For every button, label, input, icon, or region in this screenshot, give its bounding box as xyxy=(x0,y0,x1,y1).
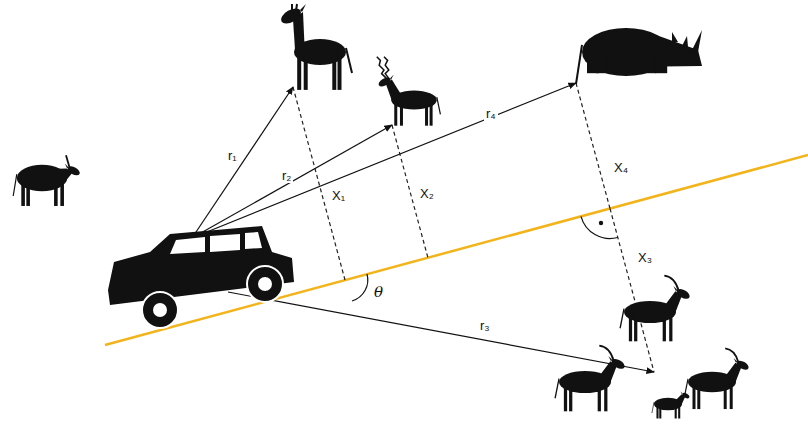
vehicle xyxy=(108,226,294,328)
right-angle-dot xyxy=(599,221,603,225)
distance-label: r₃ xyxy=(478,318,492,333)
distance-label: X₄ xyxy=(612,160,630,175)
giraffe-silhouette xyxy=(278,4,352,90)
right-angle-marker xyxy=(581,216,618,238)
sable-silhouette xyxy=(555,346,626,412)
sable-calf-silhouette xyxy=(652,391,690,418)
angle-label: θ xyxy=(372,284,385,301)
angle-arc xyxy=(352,274,368,301)
sable-silhouette xyxy=(684,348,750,409)
kudu-silhouette xyxy=(377,57,441,126)
sable-silhouette xyxy=(620,276,691,342)
perpendicular-distances xyxy=(293,83,654,372)
distance-label: X₂ xyxy=(418,186,436,201)
rhino-silhouette xyxy=(576,28,702,84)
animal-silhouettes xyxy=(13,4,750,418)
transect-line xyxy=(105,155,808,345)
distance-label: r₁ xyxy=(226,148,239,163)
distance-label: X₁ xyxy=(330,188,347,203)
distance-label: r₂ xyxy=(280,168,293,183)
distance-label: X₃ xyxy=(636,250,654,265)
distance-label: r₄ xyxy=(484,106,498,121)
eland-silhouette xyxy=(13,155,81,206)
